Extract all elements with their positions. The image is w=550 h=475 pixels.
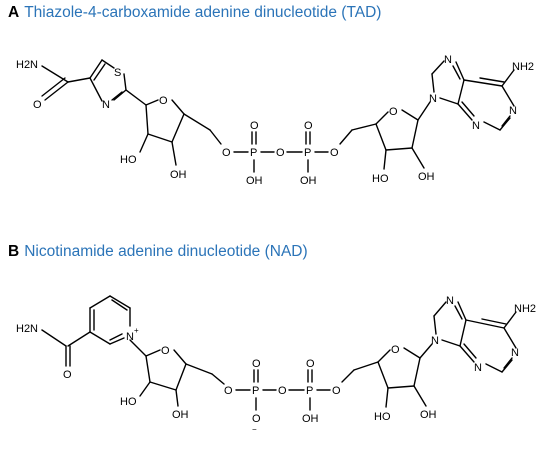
nad-amide-h2n: H2N [16, 323, 38, 335]
tad-link-o1: O [222, 147, 231, 159]
panel-b-letter: B [8, 243, 20, 260]
nad-adenine-nh2: NH2 [514, 303, 536, 315]
tad-adenine-nh2: NH2 [512, 61, 534, 73]
tad-p2-oh: OH [300, 175, 317, 187]
tad-amide-o: O [33, 99, 42, 111]
tad-p1: P [250, 147, 257, 159]
nad-bridge-o: O [278, 385, 287, 397]
nad-link-o2: O [332, 385, 341, 397]
nad-bonds [41, 295, 517, 411]
tad-ribose-o2: O [389, 106, 398, 118]
nad-amide-o: O [63, 369, 72, 381]
nad-ribose-o2: O [391, 344, 400, 356]
nad-p1-o-minus: O [252, 413, 261, 425]
tad-ho-b: HO [372, 173, 389, 185]
nad-p1: P [252, 385, 259, 397]
nad-adenine-n7: N [446, 295, 454, 307]
tad-thiazole-n: N [102, 99, 110, 111]
tad-ho-a: HO [120, 154, 137, 166]
tad-p1-o-top: O [250, 120, 259, 132]
nad-ribose-o1: O [161, 345, 170, 357]
tad-bridge-o: O [276, 147, 285, 159]
nad-adenine-n3: N [474, 362, 482, 374]
nad-p2-oh: OH [302, 413, 319, 425]
tad-adenine-n9: N [429, 93, 437, 105]
nad-p2: P [306, 385, 313, 397]
tad-p1-oh: OH [246, 175, 263, 187]
nad-adenine-n1: N [511, 347, 519, 359]
tad-structure: H2N O S N O HO OH O P O OH O P O OH O O … [16, 54, 534, 187]
nad-pyridinium-charge: + [134, 326, 139, 335]
tad-atom-labels: H2N O S N O HO OH O P O OH O P O OH O O … [16, 54, 534, 187]
panel-a-name: Thiazole-4-carboxamide adenine dinucleot… [24, 4, 382, 21]
panel-b-name: Nicotinamide adenine dinucleotide (NAD) [24, 243, 308, 260]
tad-adenine-n3: N [472, 120, 480, 132]
nad-structure: H2N O N + O HO OH O P O O − O P O OH O O… [16, 295, 536, 434]
nad-link-o1: O [224, 385, 233, 397]
nad-adenine-n9: N [431, 335, 439, 347]
tad-ribose-o1: O [159, 95, 168, 107]
tad-adenine-n1: N [509, 105, 517, 117]
nad-ho-a: HO [120, 396, 137, 408]
tad-p2-o-top: O [304, 120, 313, 132]
tad-amide-h2n: H2N [16, 59, 38, 71]
nad-ho-b: HO [374, 411, 391, 423]
nad-p2-o-top: O [306, 358, 315, 370]
nad-p1-o-top: O [252, 358, 261, 370]
tad-p2: P [304, 147, 311, 159]
nad-oh-b: OH [420, 409, 437, 421]
nad-pyridinium-n: N [126, 331, 134, 343]
tad-adenine-n7: N [444, 54, 452, 66]
tad-thiazole-s: S [114, 67, 121, 79]
nad-p1-o-minus-charge: − [252, 425, 257, 434]
tad-oh-b: OH [418, 171, 435, 183]
nad-atom-labels: H2N O N + O HO OH O P O O − O P O OH O O… [16, 295, 536, 434]
nad-oh-a: OH [172, 409, 189, 421]
tad-oh-a: OH [170, 169, 187, 181]
tad-bonds [41, 59, 515, 173]
tad-link-o2: O [330, 147, 339, 159]
panel-a-letter: A [8, 4, 20, 21]
